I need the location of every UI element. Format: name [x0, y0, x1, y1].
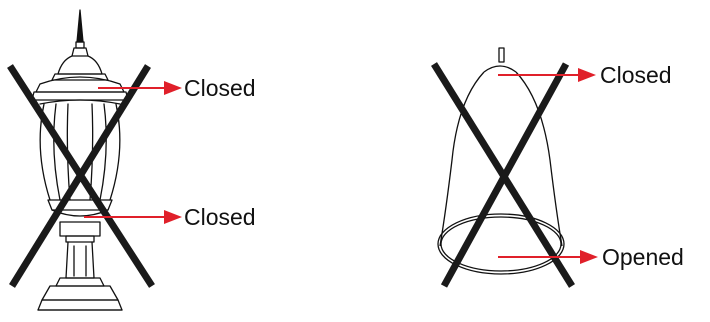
label-left-top: Closed: [184, 77, 256, 100]
cross-mark-left: [10, 66, 152, 286]
label-right-bottom: Opened: [602, 246, 684, 269]
label-right-top: Closed: [600, 64, 672, 87]
label-left-bottom: Closed: [184, 206, 256, 229]
post-lantern-illustration: [32, 10, 128, 310]
